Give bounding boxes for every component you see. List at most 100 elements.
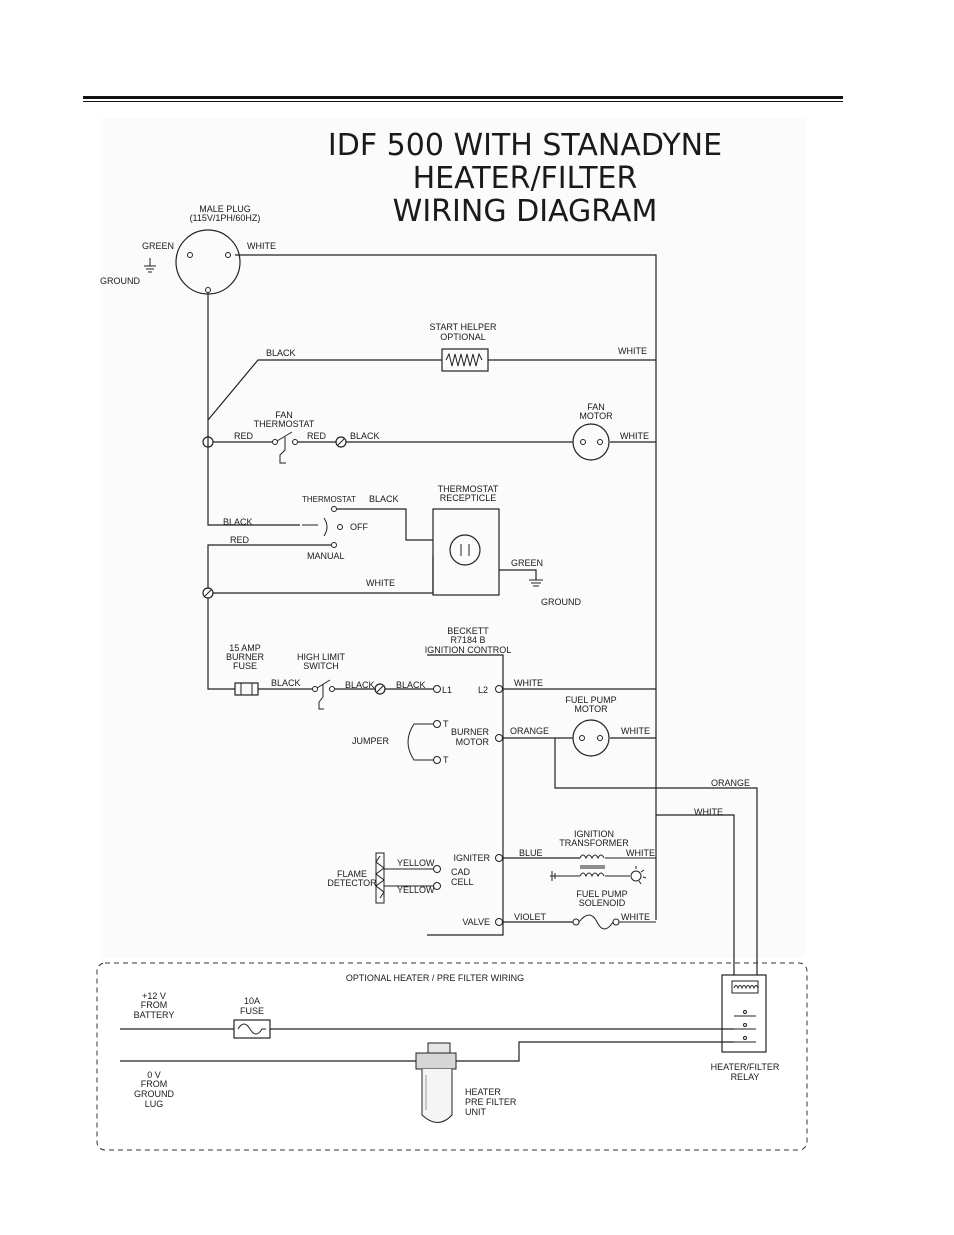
jumper-label: JUMPER	[352, 736, 390, 746]
relay-white-wire	[656, 814, 735, 975]
white-bus-wire	[235, 254, 657, 920]
ground-lug-label1: 0 V	[147, 1070, 161, 1080]
heater-fuse-label2: FUSE	[240, 1006, 264, 1016]
optional-heater-section	[96, 962, 808, 1151]
fuel-pump-motor-label2: MOTOR	[574, 704, 608, 714]
heater-label2: PRE FILTER	[465, 1097, 517, 1107]
heater-label3: UNIT	[465, 1107, 486, 1117]
fuel-pump-solenoid	[572, 914, 656, 930]
solenoid-label2: SOLENOID	[579, 898, 626, 908]
relay-label2: RELAY	[731, 1072, 760, 1082]
plug-ground-label: GROUND	[100, 276, 140, 286]
header-rule	[83, 96, 843, 99]
receptacle-green-label: GREEN	[511, 558, 543, 568]
relay-white-label: WHITE	[694, 807, 723, 817]
ignition-control-label3: IGNITION CONTROL	[425, 645, 512, 655]
battery-label1: +12 V	[142, 991, 166, 1001]
burner-fuse-label1: 15 AMP	[229, 643, 261, 653]
solenoid-label1: FUEL PUMP	[576, 889, 627, 899]
thermostat-black-wire	[337, 508, 433, 541]
ground-lug-label4: LUG	[145, 1099, 164, 1109]
burner-fuse	[234, 682, 259, 696]
igniter-blue-label: BLUE	[519, 848, 543, 858]
burner-black-label: BLACK	[271, 678, 301, 688]
ground-lug-label3: GROUND	[134, 1089, 174, 1099]
flame-yellow1-label: YELLOW	[397, 858, 435, 868]
igniter-label: IGNITER	[453, 853, 490, 863]
burner-fuse-label3: FUSE	[233, 661, 257, 671]
high-limit-switch	[312, 679, 335, 710]
burner-fuse-label2: BURNER	[226, 652, 265, 662]
l2-white-label: WHITE	[514, 678, 543, 688]
start-helper-white-label: WHITE	[618, 346, 647, 356]
optional-section-title: OPTIONAL HEATER / PRE FILTER WIRING	[346, 973, 524, 983]
ignition-control-boundary	[427, 654, 504, 936]
ground-symbol	[144, 258, 156, 273]
start-helper-coil	[445, 352, 483, 367]
terminal-l1-label: L1	[442, 685, 452, 695]
battery-label3: BATTERY	[134, 1010, 175, 1020]
burner-orange-label: ORANGE	[510, 726, 549, 736]
valve-label: VALVE	[462, 917, 490, 927]
fan-black-label: BLACK	[350, 431, 380, 441]
diagram-background	[100, 118, 805, 958]
black-bus-wire	[207, 293, 300, 526]
ground-wire	[120, 1041, 734, 1062]
heater-fuse	[233, 1019, 271, 1039]
fan-white-label: WHITE	[620, 431, 649, 441]
ignition-transformer-label2: TRANSFORMER	[559, 838, 629, 848]
ignition-transformer-white-label: WHITE	[626, 848, 655, 858]
valve-violet-label: VIOLET	[514, 912, 547, 922]
ignition-control-label1: BECKETT	[447, 626, 489, 636]
burner-supply-wire	[207, 598, 433, 690]
start-helper-label: START HELPER	[429, 322, 497, 332]
thermostat-white-label: WHITE	[366, 578, 395, 588]
thermostat-position-label: THERMOSTAT	[302, 495, 356, 504]
terminal-l2-label: L2	[478, 685, 488, 695]
ground-lug-label2: FROM	[141, 1079, 168, 1089]
fan-motor-label2: MOTOR	[579, 411, 613, 421]
flame-detector-label2: DETECTOR	[327, 878, 377, 888]
thermostat-selector-switch	[302, 506, 343, 548]
flame-yellow2-label: YELLOW	[397, 885, 435, 895]
flame-detector-label1: FLAME	[337, 869, 367, 879]
start-helper-element	[441, 348, 489, 372]
burner-motor-label1: BURNER	[451, 727, 490, 737]
ignition-control-label2: R7184 B	[450, 635, 485, 645]
terminal-t2-label: T	[443, 755, 449, 765]
flame-detector	[375, 852, 441, 904]
header-rule-thin	[83, 101, 843, 102]
ignition-transformer-label1: IGNITION	[574, 829, 614, 839]
terminal-igniter	[495, 854, 503, 862]
receptacle-outlet	[449, 534, 481, 566]
high-limit-label1: HIGH LIMIT	[297, 652, 346, 662]
thermostat-manual-label: MANUAL	[307, 551, 345, 561]
relay-label1: HEATER/FILTER	[711, 1062, 780, 1072]
fan-red-label2: RED	[307, 431, 327, 441]
diagram-title-line3: WIRING DIAGRAM	[393, 194, 658, 229]
plug-green-label: GREEN	[142, 241, 174, 251]
cell-label: CELL	[451, 877, 474, 887]
receptacle-green-wire	[499, 569, 537, 580]
start-helper-optional: OPTIONAL	[440, 332, 486, 342]
fan-connector	[335, 436, 347, 448]
fan-thermostat-switch	[272, 431, 298, 464]
plug-label: MALE PLUG	[199, 204, 251, 214]
fan-motor-label: FAN	[587, 402, 605, 412]
ignition-transformer	[550, 854, 656, 885]
fan-thermostat-label2: THERMOSTAT	[254, 419, 315, 429]
terminal-valve	[495, 918, 503, 926]
heater-pre-filter-unit	[415, 1042, 457, 1123]
jumper	[407, 720, 441, 764]
battery-label2: FROM	[141, 1000, 168, 1010]
diagram-title-line2: HEATER/FILTER	[413, 161, 638, 196]
burner-motor-label2: MOTOR	[456, 737, 490, 747]
high-limit-label2: SWITCH	[303, 661, 339, 671]
fuel-pump-motor-label1: FUEL PUMP	[565, 695, 616, 705]
burner-orange-wire	[503, 737, 758, 975]
solenoid-white-label: WHITE	[621, 912, 650, 922]
fan-red-label1: RED	[234, 431, 254, 441]
thermostat-red-label: RED	[230, 535, 250, 545]
terminal-l2	[495, 685, 503, 693]
